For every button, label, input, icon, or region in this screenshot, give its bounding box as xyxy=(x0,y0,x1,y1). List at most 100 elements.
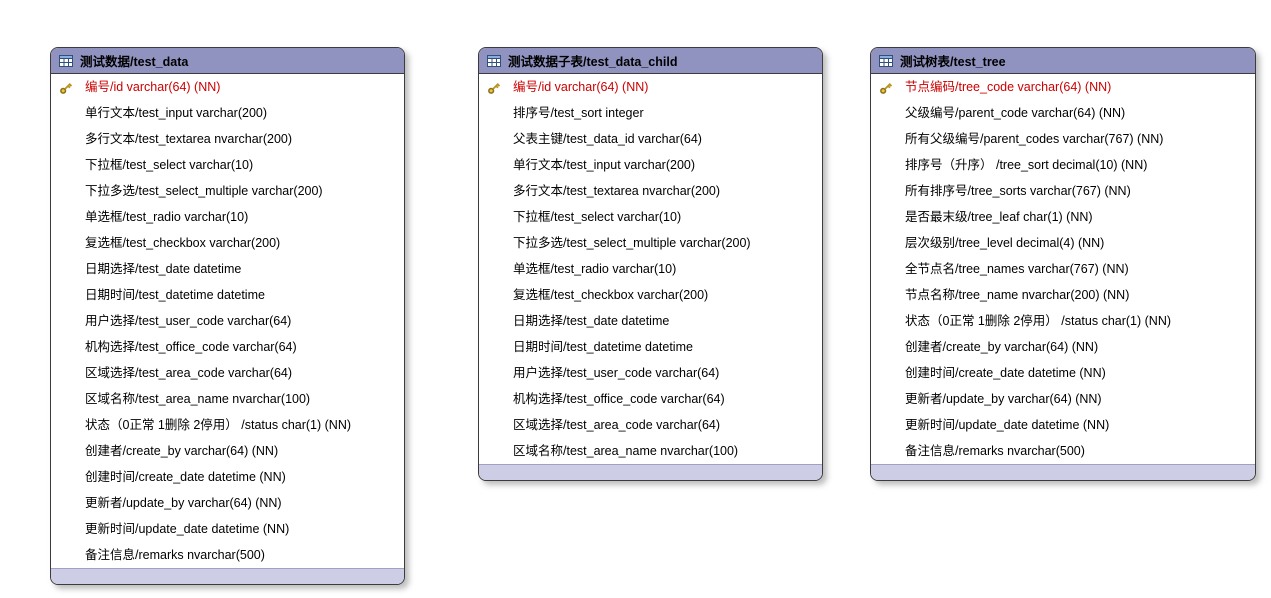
field-label: 是否最末级/tree_leaf char(1) (NN) xyxy=(905,210,1093,224)
entity-header: 测试数据子表/test_data_child xyxy=(479,48,822,74)
field-row: 下拉框/test_select varchar(10) xyxy=(479,204,822,230)
field-label: 全节点名/tree_names varchar(767) (NN) xyxy=(905,262,1129,276)
field-label: 编号/id varchar(64) (NN) xyxy=(513,80,649,94)
field-row: 区域选择/test_area_code varchar(64) xyxy=(51,360,404,386)
field-label: 用户选择/test_user_code varchar(64) xyxy=(85,314,292,328)
field-label: 下拉多选/test_select_multiple varchar(200) xyxy=(513,236,751,250)
field-label: 下拉多选/test_select_multiple varchar(200) xyxy=(85,184,323,198)
entity-field-list: 编号/id varchar(64) (NN)排序号/test_sort inte… xyxy=(479,74,822,464)
field-label: 备注信息/remarks nvarchar(500) xyxy=(85,548,265,562)
field-label: 日期时间/test_datetime datetime xyxy=(85,288,265,302)
field-row: 父级编号/parent_code varchar(64) (NN) xyxy=(871,100,1255,126)
field-label: 多行文本/test_textarea nvarchar(200) xyxy=(85,132,293,146)
field-label: 更新者/update_by varchar(64) (NN) xyxy=(905,392,1102,406)
field-label: 机构选择/test_office_code varchar(64) xyxy=(85,340,297,354)
entity-field-list: 编号/id varchar(64) (NN) 单行文本/test_input va… xyxy=(51,74,404,568)
entity-title: 测试数据/test_data xyxy=(80,55,189,69)
field-label: 复选框/test_checkbox varchar(200) xyxy=(513,288,709,302)
entity-header: 测试树表/test_tree xyxy=(871,48,1255,74)
field-row: 更新时间/update_date datetime (NN) xyxy=(871,412,1255,438)
field-row: 是否最末级/tree_leaf char(1) (NN) xyxy=(871,204,1255,230)
field-label: 区域选择/test_area_code varchar(64) xyxy=(513,418,721,432)
field-row: 单选框/test_radio varchar(10) xyxy=(479,256,822,282)
field-label: 节点编码/tree_code varchar(64) (NN) xyxy=(905,80,1112,94)
field-row: 用户选择/test_user_code varchar(64) xyxy=(51,308,404,334)
field-row: 状态（0正常 1删除 2停用） /status char(1) (NN) xyxy=(871,308,1255,334)
field-label: 更新时间/update_date datetime (NN) xyxy=(85,522,290,536)
field-row: 下拉框/test_select varchar(10) xyxy=(51,152,404,178)
field-row: 状态（0正常 1删除 2停用） /status char(1) (NN) xyxy=(51,412,404,438)
field-row: 备注信息/remarks nvarchar(500) xyxy=(871,438,1255,464)
field-label: 更新者/update_by varchar(64) (NN) xyxy=(85,496,282,510)
field-row: 区域名称/test_area_name nvarchar(100) xyxy=(479,438,822,464)
field-label: 创建时间/create_date datetime (NN) xyxy=(85,470,286,484)
field-row: 用户选择/test_user_code varchar(64) xyxy=(479,360,822,386)
field-label: 节点名称/tree_name nvarchar(200) (NN) xyxy=(905,288,1130,302)
field-label: 多行文本/test_textarea nvarchar(200) xyxy=(513,184,721,198)
primary-key-icon xyxy=(486,79,502,95)
entity-title: 测试数据子表/test_data_child xyxy=(508,55,678,69)
field-row: 日期时间/test_datetime datetime xyxy=(51,282,404,308)
field-row: 日期选择/test_date datetime xyxy=(51,256,404,282)
field-label: 所有排序号/tree_sorts varchar(767) (NN) xyxy=(905,184,1131,198)
field-row: 创建者/create_by varchar(64) (NN) xyxy=(51,438,404,464)
field-row: 全节点名/tree_names varchar(767) (NN) xyxy=(871,256,1255,282)
field-row-primary-key: 节点编码/tree_code varchar(64) (NN) xyxy=(871,74,1255,100)
field-label: 单选框/test_radio varchar(10) xyxy=(513,262,677,276)
field-label: 状态（0正常 1删除 2停用） /status char(1) (NN) xyxy=(905,314,1172,328)
field-label: 编号/id varchar(64) (NN) xyxy=(85,80,221,94)
field-row: 下拉多选/test_select_multiple varchar(200) xyxy=(479,230,822,256)
field-row: 创建时间/create_date datetime (NN) xyxy=(871,360,1255,386)
entity-header: 测试数据/test_data xyxy=(51,48,404,74)
field-row: 机构选择/test_office_code varchar(64) xyxy=(51,334,404,360)
field-row: 区域选择/test_area_code varchar(64) xyxy=(479,412,822,438)
field-label: 更新时间/update_date datetime (NN) xyxy=(905,418,1110,432)
field-label: 创建者/create_by varchar(64) (NN) xyxy=(85,444,279,458)
field-label: 日期选择/test_date datetime xyxy=(513,314,670,328)
field-row: 单行文本/test_input varchar(200) xyxy=(51,100,404,126)
field-label: 区域选择/test_area_code varchar(64) xyxy=(85,366,293,380)
field-label: 复选框/test_checkbox varchar(200) xyxy=(85,236,281,250)
field-row: 更新者/update_by varchar(64) (NN) xyxy=(871,386,1255,412)
field-row-primary-key: 编号/id varchar(64) (NN) xyxy=(51,74,404,100)
entity-title: 测试树表/test_tree xyxy=(900,55,1006,69)
field-label: 所有父级编号/parent_codes varchar(767) (NN) xyxy=(905,132,1164,146)
field-label: 父级编号/parent_code varchar(64) (NN) xyxy=(905,106,1126,120)
field-label: 创建时间/create_date datetime (NN) xyxy=(905,366,1106,380)
table-icon xyxy=(59,54,73,67)
field-row: 节点名称/tree_name nvarchar(200) (NN) xyxy=(871,282,1255,308)
field-row: 备注信息/remarks nvarchar(500) xyxy=(51,542,404,568)
field-label: 区域名称/test_area_name nvarchar(100) xyxy=(85,392,311,406)
field-label: 层次级别/tree_level decimal(4) (NN) xyxy=(905,236,1105,250)
entity-field-list: 节点编码/tree_code varchar(64) (NN) 父级编号/pare… xyxy=(871,74,1255,464)
field-row-primary-key: 编号/id varchar(64) (NN) xyxy=(479,74,822,100)
field-row: 单选框/test_radio varchar(10) xyxy=(51,204,404,230)
field-label: 日期选择/test_date datetime xyxy=(85,262,242,276)
field-label: 创建者/create_by varchar(64) (NN) xyxy=(905,340,1099,354)
field-label: 单行文本/test_input varchar(200) xyxy=(85,106,268,120)
entity-test_tree[interactable]: 测试树表/test_tree 节点编码/tree_code varchar(64)… xyxy=(870,47,1256,481)
field-label: 排序号（升序） /tree_sort decimal(10) (NN) xyxy=(905,158,1148,172)
field-label: 状态（0正常 1删除 2停用） /status char(1) (NN) xyxy=(85,418,352,432)
field-label: 单行文本/test_input varchar(200) xyxy=(513,158,696,172)
field-label: 父表主键/test_data_id varchar(64) xyxy=(513,132,702,146)
field-label: 用户选择/test_user_code varchar(64) xyxy=(513,366,720,380)
field-label: 区域名称/test_area_name nvarchar(100) xyxy=(513,444,739,458)
primary-key-icon xyxy=(58,79,74,95)
entity-test_data_child[interactable]: 测试数据子表/test_data_child 编号/id varchar(64) … xyxy=(478,47,823,481)
field-row: 机构选择/test_office_code varchar(64) xyxy=(479,386,822,412)
entity-footer xyxy=(871,464,1255,480)
field-row: 复选框/test_checkbox varchar(200) xyxy=(479,282,822,308)
entity-test_data[interactable]: 测试数据/test_data 编号/id varchar(64) (NN) 单行文本… xyxy=(50,47,405,585)
table-icon xyxy=(879,54,893,67)
field-row: 所有父级编号/parent_codes varchar(767) (NN) xyxy=(871,126,1255,152)
field-row: 层次级别/tree_level decimal(4) (NN) xyxy=(871,230,1255,256)
field-row: 创建者/create_by varchar(64) (NN) xyxy=(871,334,1255,360)
entity-footer xyxy=(51,568,404,584)
field-label: 下拉框/test_select varchar(10) xyxy=(513,210,682,224)
field-label: 日期时间/test_datetime datetime xyxy=(513,340,693,354)
field-row: 排序号（升序） /tree_sort decimal(10) (NN) xyxy=(871,152,1255,178)
field-row: 所有排序号/tree_sorts varchar(767) (NN) xyxy=(871,178,1255,204)
field-row: 更新者/update_by varchar(64) (NN) xyxy=(51,490,404,516)
